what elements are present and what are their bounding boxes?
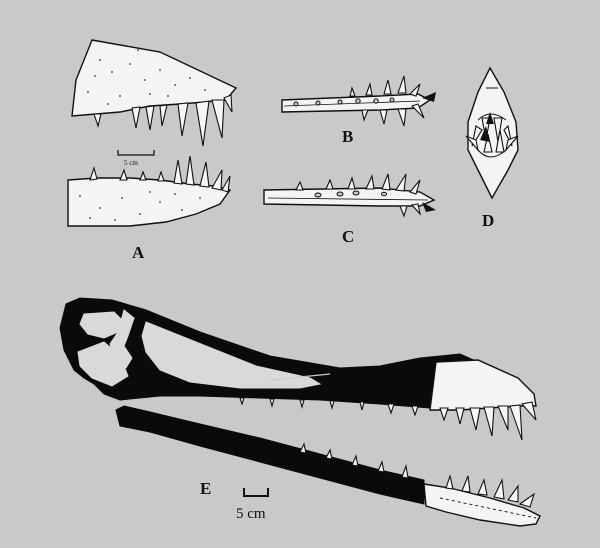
panel-e-skull-openings bbox=[77, 309, 331, 389]
panel-c-rostrum bbox=[263, 187, 436, 207]
panel-e-mandible bbox=[115, 405, 425, 505]
panel-a-lower-teeth bbox=[89, 155, 231, 193]
panel-e-label: E bbox=[200, 479, 211, 498]
panel-a-lower-stipple bbox=[79, 191, 201, 221]
panel-b-teeth bbox=[349, 75, 436, 127]
panel-b-alveoli bbox=[293, 97, 395, 107]
panel-c-teeth bbox=[295, 173, 436, 218]
panel-d-teeth bbox=[465, 112, 519, 153]
panel-e-upper-rostrum-tip bbox=[429, 359, 537, 411]
panel-a-lower-jaw-fragment bbox=[67, 177, 232, 227]
panel-a-upper-stipple bbox=[87, 49, 206, 105]
panel-b-jaw-dorsal-view: B bbox=[281, 75, 436, 146]
panel-a-scale-bar: 5 cm bbox=[117, 150, 155, 167]
panel-e-lower-teeth bbox=[299, 442, 536, 508]
panel-e-skull-reconstruction: 5 cm E bbox=[59, 297, 541, 527]
panel-e-upper-teeth bbox=[239, 397, 537, 441]
panel-e-scale-bar: 5 cm bbox=[236, 488, 269, 522]
panel-c-label: C bbox=[342, 227, 354, 246]
panel-a-jaw-fragments: 5 cm A bbox=[67, 39, 238, 262]
panel-b-label: B bbox=[342, 127, 353, 146]
panel-a-scale-label: 5 cm bbox=[124, 159, 138, 167]
panel-c-alveoli bbox=[314, 190, 388, 198]
panel-a-upper-jaw-fragment bbox=[71, 39, 238, 117]
panel-a-label: A bbox=[132, 243, 145, 262]
panel-e-cranium bbox=[59, 297, 479, 411]
panel-e-scale-label: 5 cm bbox=[236, 506, 266, 522]
panel-a-upper-teeth bbox=[93, 94, 233, 147]
panel-d-jaw-anterior-view: D bbox=[465, 66, 519, 230]
panel-d-label: D bbox=[482, 211, 494, 230]
panel-e-lower-jaw-tip bbox=[423, 483, 541, 527]
panel-c-jaw-ventral-view: C bbox=[263, 173, 436, 246]
panel-d-snout-outline bbox=[467, 66, 519, 200]
